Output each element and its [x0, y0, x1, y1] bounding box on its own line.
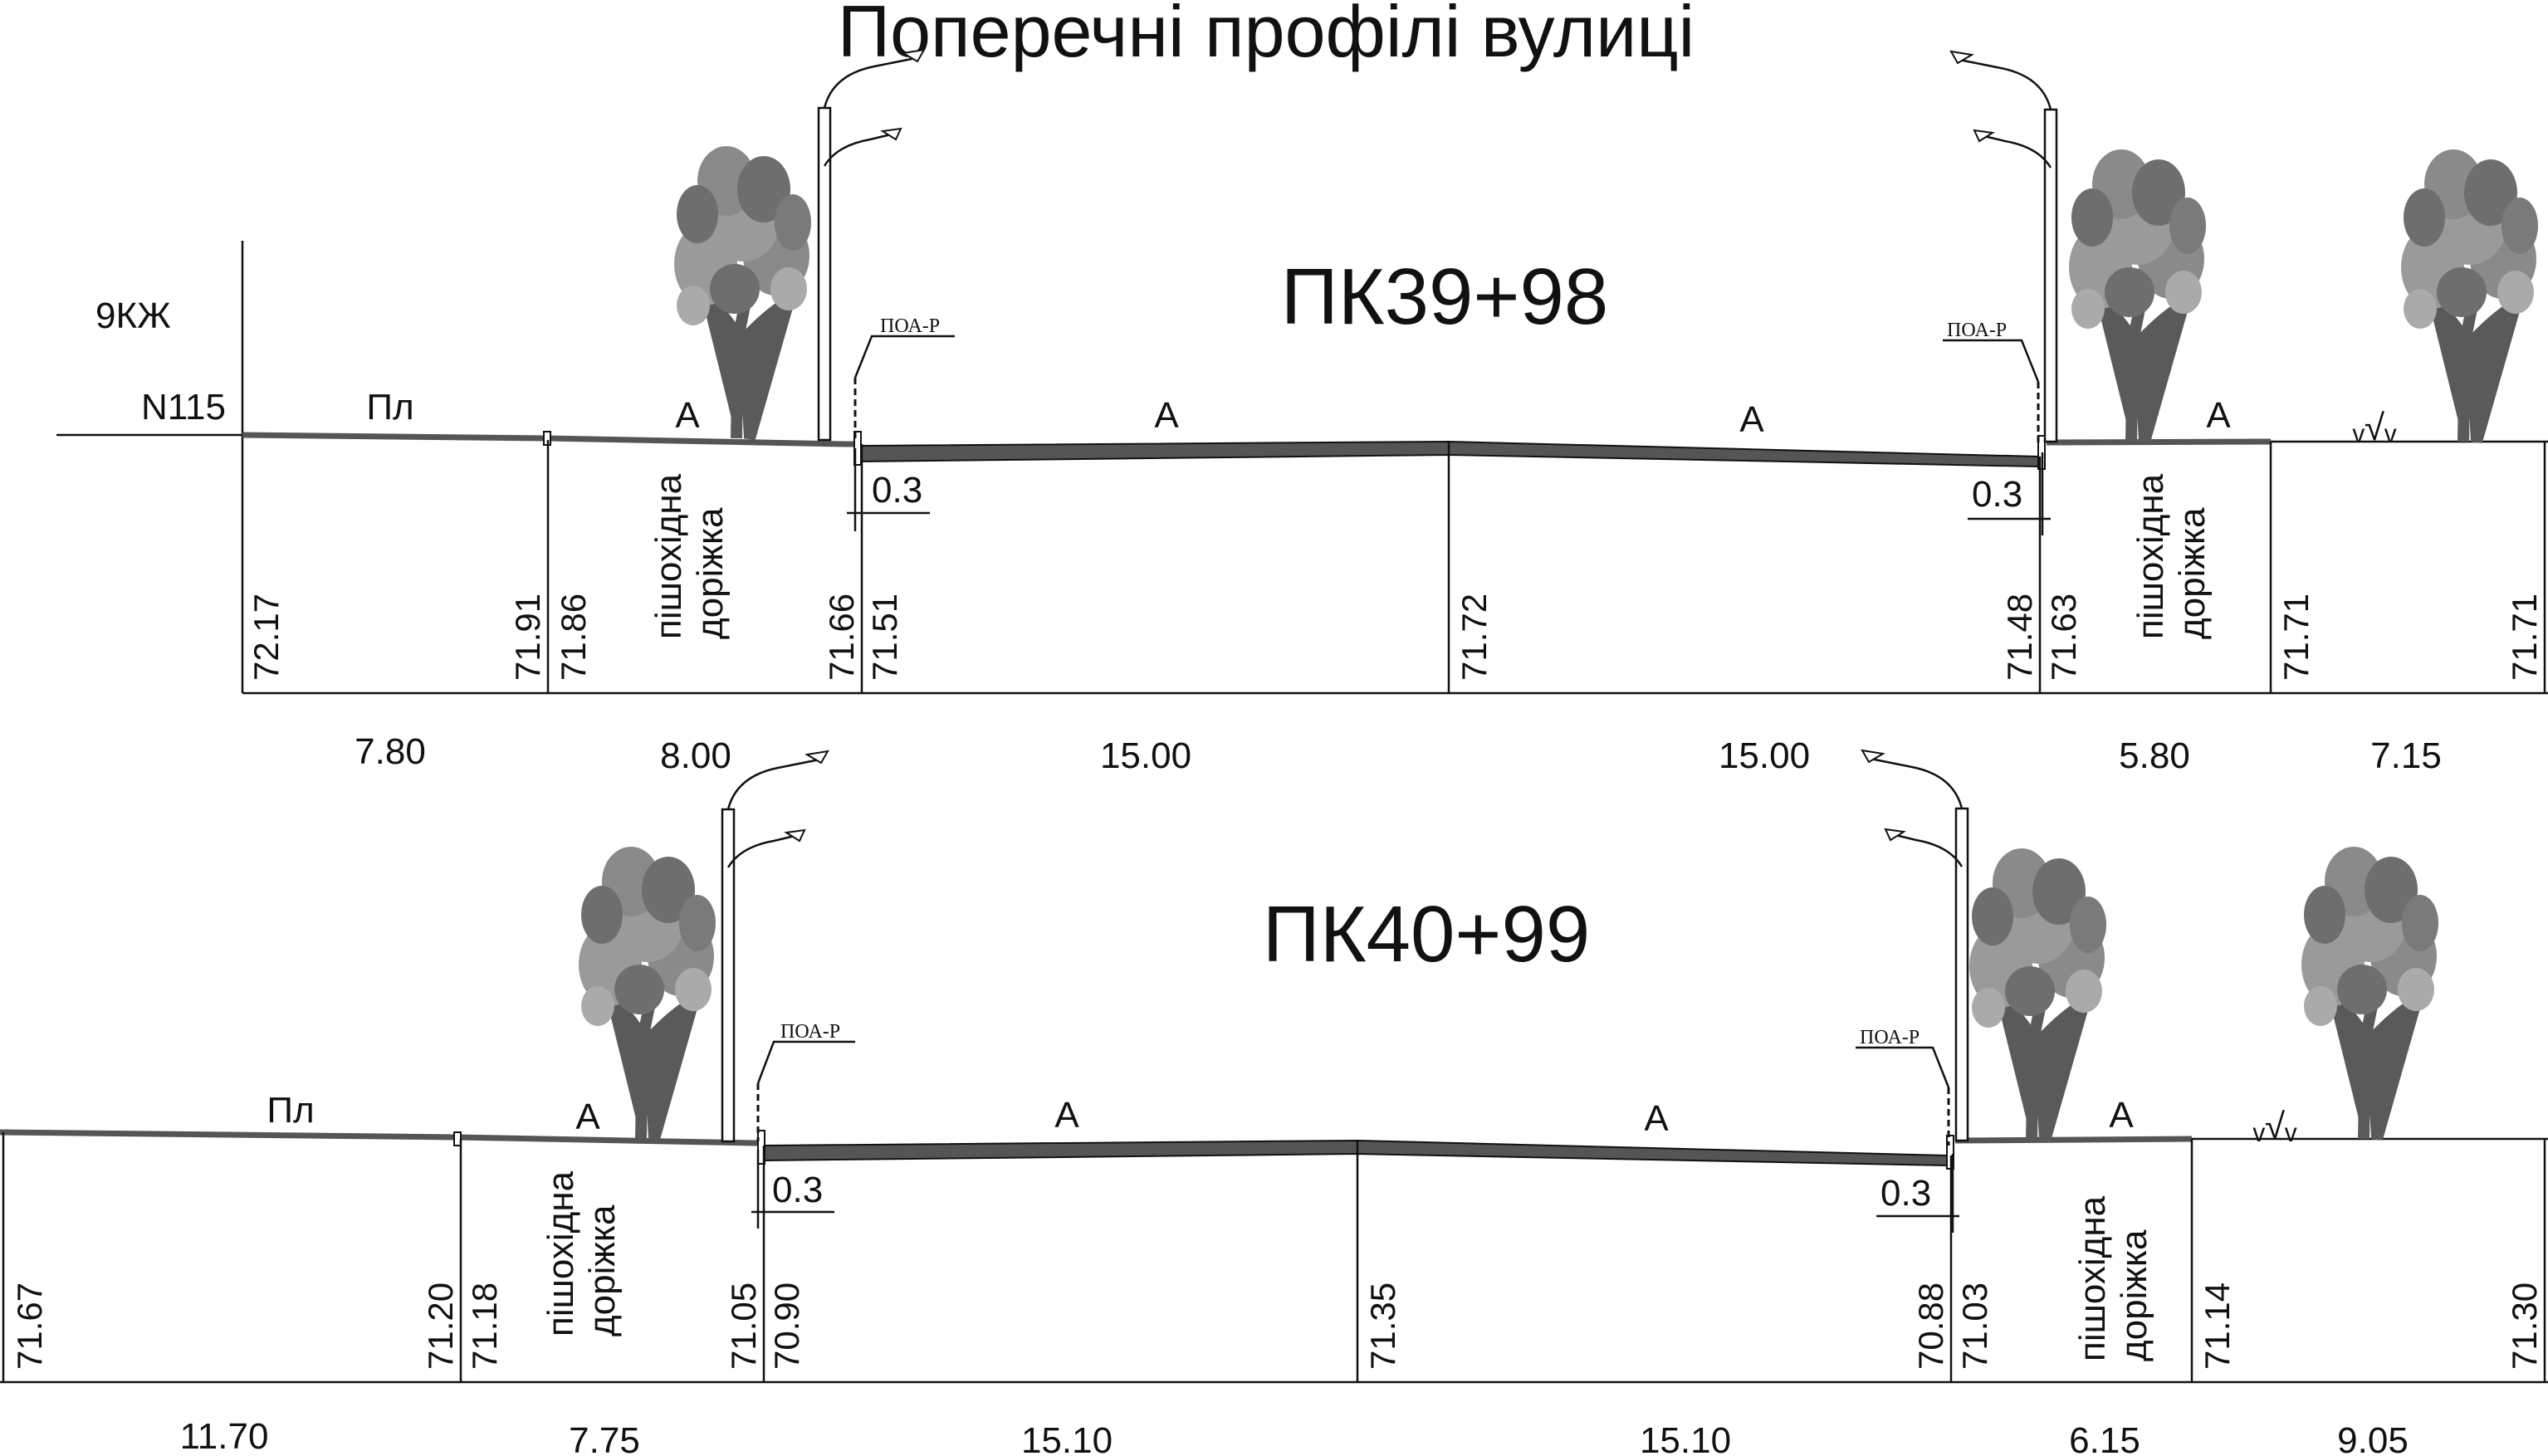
- elevation: 71.35: [1363, 1283, 1402, 1370]
- segment-width: 6.15: [2069, 1420, 2140, 1456]
- sidewalk-label-line1: пішохідна: [540, 1170, 581, 1336]
- segment-width: 15.10: [1021, 1420, 1113, 1456]
- tree-icon: [2069, 149, 2206, 442]
- street-lamp-icon: [721, 750, 829, 1143]
- segment-width: 5.80: [2119, 735, 2190, 776]
- separator-label: ПОА-Р: [1947, 320, 2007, 341]
- elevation: 71.14: [2198, 1283, 2237, 1370]
- segment-width: 7.80: [355, 731, 426, 772]
- sidewalk-label-line2: доріжка: [582, 1204, 623, 1336]
- asphalt-label: А: [2206, 395, 2231, 436]
- elevation: 71.66: [822, 594, 861, 681]
- drawing-title: Поперечні профілі вулиці: [838, 0, 1695, 72]
- profile-2-name: ПК40+99: [1263, 890, 1591, 979]
- separator-leader-right: [1856, 1046, 1950, 1088]
- segment-width: 9.05: [2337, 1420, 2409, 1456]
- sidewalk-label-line1: пішохідна: [2072, 1195, 2113, 1361]
- elevation: 70.90: [767, 1283, 806, 1370]
- curb-gap-label: 0.3: [772, 1170, 823, 1210]
- elevation: 71.86: [554, 594, 593, 681]
- asphalt-label: А: [675, 395, 700, 436]
- sidewalk-label-line2: доріжка: [690, 507, 731, 639]
- grass-symbol: ᵥ√ᵥ: [2352, 408, 2397, 448]
- elevation: 71.71: [2505, 594, 2544, 681]
- asphalt-label: А: [1644, 1098, 1669, 1139]
- elevation: 71.18: [465, 1283, 504, 1370]
- asphalt-label: А: [1054, 1095, 1079, 1136]
- segment-width: 8.00: [660, 735, 731, 776]
- curb-gap-label: 0.3: [1880, 1173, 1931, 1214]
- elevation: 71.30: [2505, 1283, 2544, 1370]
- asphalt-label: А: [1739, 399, 1764, 440]
- sidewalk-label-line2: доріжка: [2114, 1229, 2154, 1361]
- profile-1-left-surface: [242, 432, 855, 447]
- node-label: N115: [141, 387, 226, 428]
- grass-symbol: ᵥ√ᵥ: [2252, 1107, 2297, 1147]
- elevation: 71.20: [421, 1283, 460, 1370]
- curb-gap-label: 0.3: [1972, 474, 2022, 515]
- segment-width: 15.00: [1719, 735, 1810, 776]
- sidewalk-label-line1: пішохідна: [648, 473, 689, 639]
- separator-leader-right: [1943, 339, 2040, 383]
- separator-label: ПОА-Р: [780, 1021, 840, 1043]
- zone-label: 9КЖ: [95, 296, 171, 336]
- sidewalk-label-line1: пішохідна: [2130, 473, 2171, 639]
- elevation: 71.71: [2277, 594, 2316, 681]
- separator-leader-left: [853, 335, 955, 379]
- elevation: 71.91: [508, 594, 547, 681]
- elevation: 71.03: [1955, 1283, 1994, 1370]
- segment-width: 15.10: [1640, 1420, 1731, 1456]
- elevation: 70.88: [1911, 1283, 1950, 1370]
- segment-width: 7.75: [569, 1420, 640, 1456]
- elevation: 71.51: [865, 594, 904, 681]
- street-lamp-icon: [1949, 50, 2058, 443]
- elevation: 71.05: [724, 1283, 763, 1370]
- profile-1: ПК39+98 9КЖ N115 Пл А А А А ᵥ√ᵥ: [56, 48, 2548, 776]
- elevation: 72.17: [247, 594, 286, 681]
- segment-width: 15.00: [1100, 735, 1191, 776]
- tree-icon: [2301, 847, 2438, 1139]
- square-label: Пл: [366, 387, 413, 428]
- asphalt-label: А: [575, 1097, 600, 1137]
- curb-gap-label: 0.3: [872, 470, 922, 511]
- segment-width: 11.70: [180, 1416, 269, 1456]
- sidewalk-label-line2: доріжка: [2172, 507, 2213, 639]
- tree-icon: [579, 847, 716, 1139]
- elevation: 71.48: [2000, 594, 2039, 681]
- elevation: 71.67: [10, 1283, 49, 1370]
- profile-2-right-surface: [1954, 1136, 2193, 1144]
- separator-label: ПОА-Р: [880, 315, 940, 337]
- square-label: Пл: [267, 1090, 314, 1131]
- profile-2: ПК40+99 Пл А А А А ᵥ√ᵥ ПОА-Р ПОА-Р 0.3: [0, 749, 2548, 1456]
- asphalt-label: А: [2109, 1095, 2134, 1136]
- separator-label: ПОА-Р: [1860, 1027, 1920, 1048]
- tree-icon: [1969, 848, 2106, 1141]
- elevation: 71.63: [2044, 594, 2083, 681]
- segment-width: 7.15: [2370, 735, 2442, 776]
- separator-leader-left: [756, 1040, 855, 1084]
- tree-icon: [2401, 149, 2538, 442]
- profile-1-name: ПК39+98: [1281, 252, 1609, 341]
- street-lamp-icon: [1861, 749, 1969, 1142]
- street-lamp-icon: [817, 48, 926, 442]
- asphalt-label: А: [1154, 395, 1179, 436]
- profile-2-carriageway: [763, 1139, 1948, 1167]
- elevation: 71.72: [1455, 594, 1494, 681]
